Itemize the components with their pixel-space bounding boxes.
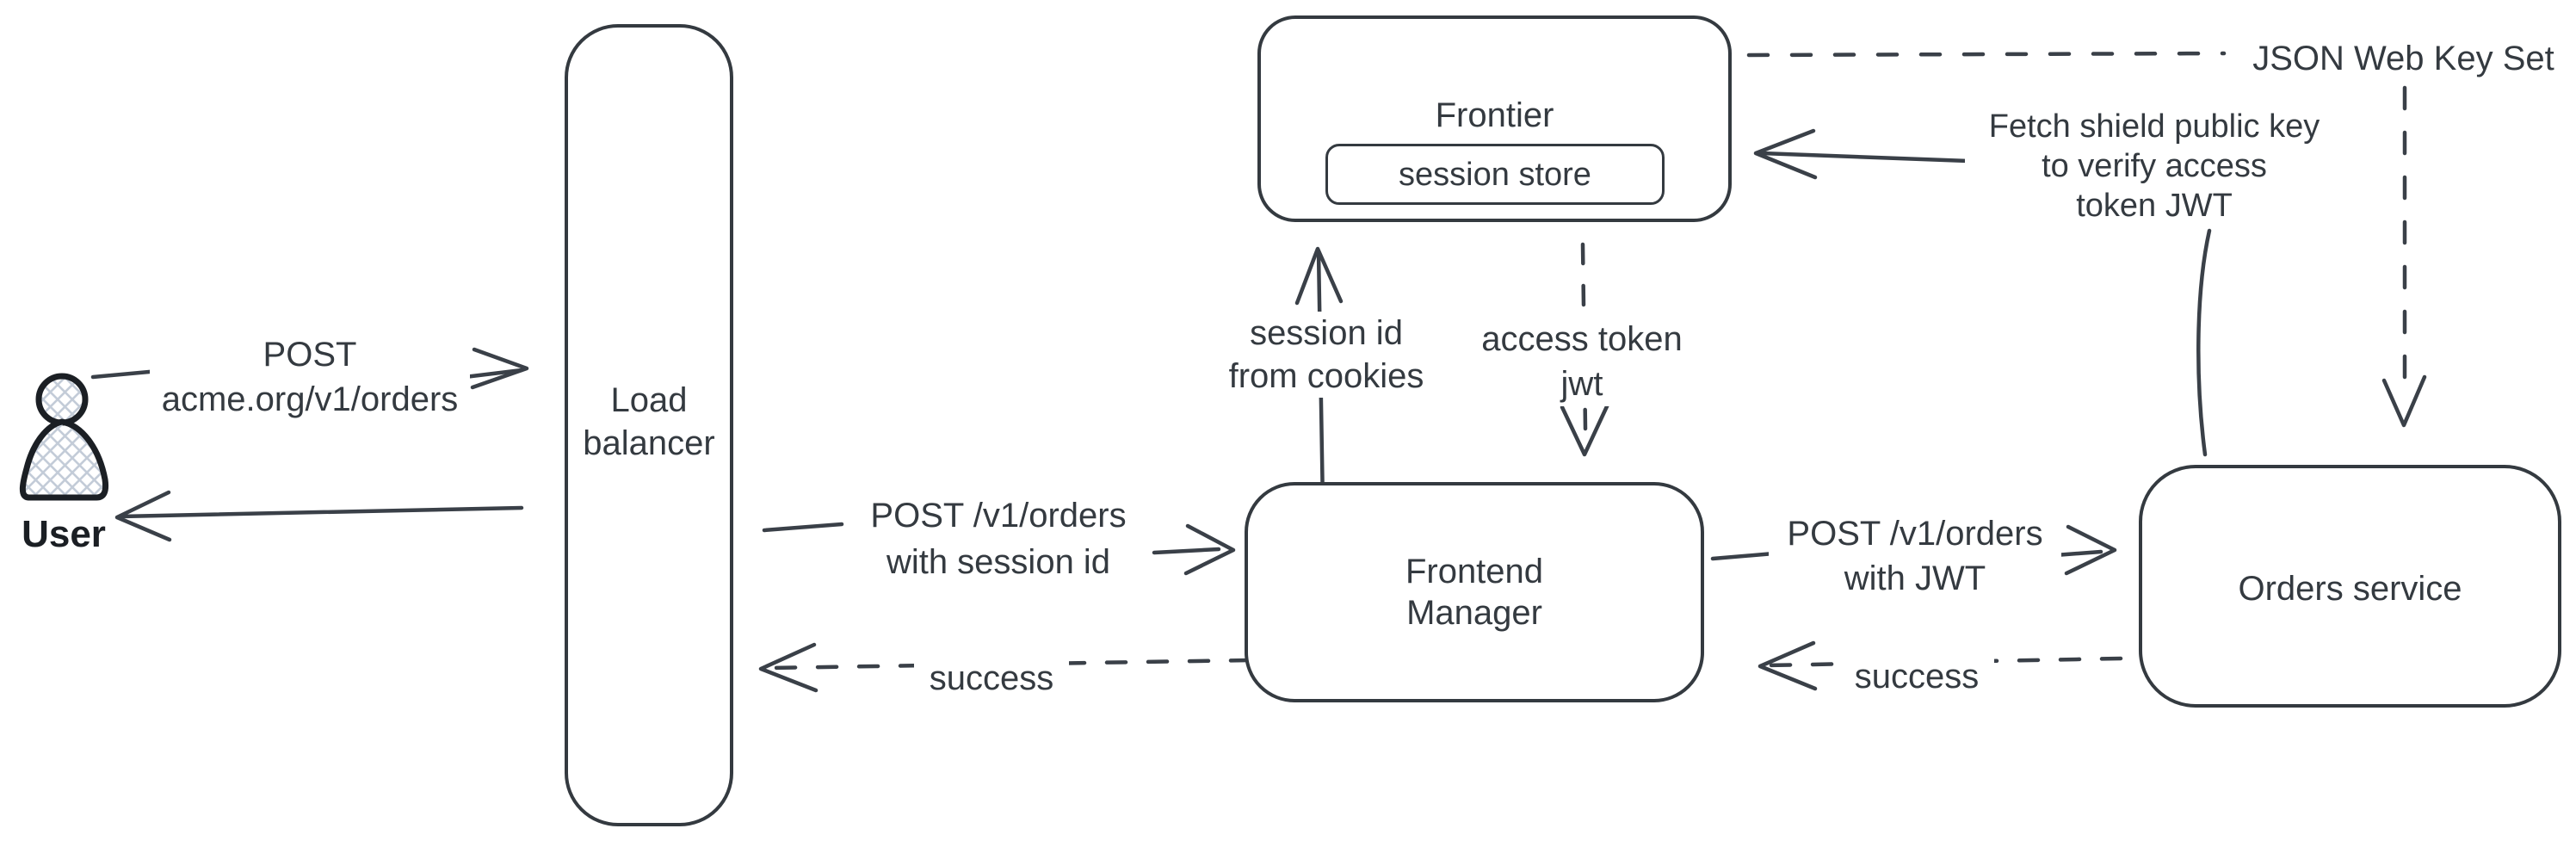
edge-lb-to-fm-arrowhead-icon bbox=[1183, 523, 1236, 576]
node-load-balancer-label: Load balancer bbox=[583, 381, 715, 462]
edge-orders-to-frontier-line bbox=[1759, 151, 1971, 164]
edge-fm-to-orders-tail bbox=[1710, 551, 1776, 561]
edge-orders-to-fm-arrowhead-icon bbox=[1757, 640, 1818, 691]
edge-fm-to-frontier-arrowhead-icon bbox=[1294, 246, 1344, 306]
person-icon bbox=[19, 373, 109, 501]
edge-label-post-orders-jwt: POST /v1/orders with JWT bbox=[1769, 511, 2061, 601]
node-user-label: User bbox=[22, 513, 106, 555]
edge-label-access-token-jwt: access token jwt bbox=[1465, 317, 1699, 406]
node-session-store-label: session store bbox=[1399, 157, 1591, 193]
person-body bbox=[19, 418, 109, 501]
edge-fm-to-orders-arrowhead-icon bbox=[2064, 524, 2117, 576]
edge-fm-to-lb-arrowhead-icon bbox=[758, 642, 819, 693]
edge-label-fetch-shield-public-key: Fetch shield public key to verify access… bbox=[1965, 107, 2344, 226]
edge-lb-to-user-arrowhead-icon bbox=[114, 490, 172, 542]
edge-user-to-lb-tail bbox=[90, 368, 161, 380]
edge-user-to-lb-line bbox=[462, 368, 524, 380]
edge-orders-to-frontier-curve bbox=[2196, 228, 2212, 457]
edge-lb-to-fm-tail bbox=[762, 522, 844, 533]
edge-label-post-acme-orders: POST acme.org/v1/orders bbox=[150, 332, 470, 422]
node-orders-service bbox=[2139, 465, 2561, 708]
edge-label-success-right: success bbox=[1839, 654, 1994, 699]
edge-user-to-lb-arrowhead-icon bbox=[470, 347, 529, 390]
edge-fm-to-orders-line bbox=[2053, 549, 2103, 558]
edge-lb-to-fm-line bbox=[1152, 547, 1221, 555]
node-frontend-manager bbox=[1245, 482, 1704, 702]
edge-label-post-orders-session-id: POST /v1/orders with session id bbox=[848, 492, 1149, 585]
node-frontier-label: Frontier bbox=[1435, 96, 1554, 134]
node-session-store bbox=[1325, 144, 1665, 205]
edge-jwks-to-orders-arrowhead-icon bbox=[2381, 374, 2427, 428]
edge-jwks-to-frontier-dashed-line bbox=[1746, 51, 2227, 58]
node-orders-service-label: Orders service bbox=[2238, 570, 2462, 608]
edge-lb-to-user-line bbox=[118, 505, 524, 519]
edge-label-success-left: success bbox=[914, 656, 1069, 701]
edge-orders-to-frontier-arrowhead-icon bbox=[1753, 128, 1818, 180]
person-head bbox=[35, 373, 89, 426]
edge-label-session-id-from-cookies: session id from cookies bbox=[1212, 312, 1441, 398]
edge-frontier-to-fm-arrowhead-icon bbox=[1560, 402, 1610, 457]
node-json-web-key-set-label: JSON Web Key Set bbox=[2238, 36, 2569, 81]
node-load-balancer bbox=[565, 24, 733, 826]
node-frontend-manager-label: Frontend Manager bbox=[1405, 553, 1544, 632]
